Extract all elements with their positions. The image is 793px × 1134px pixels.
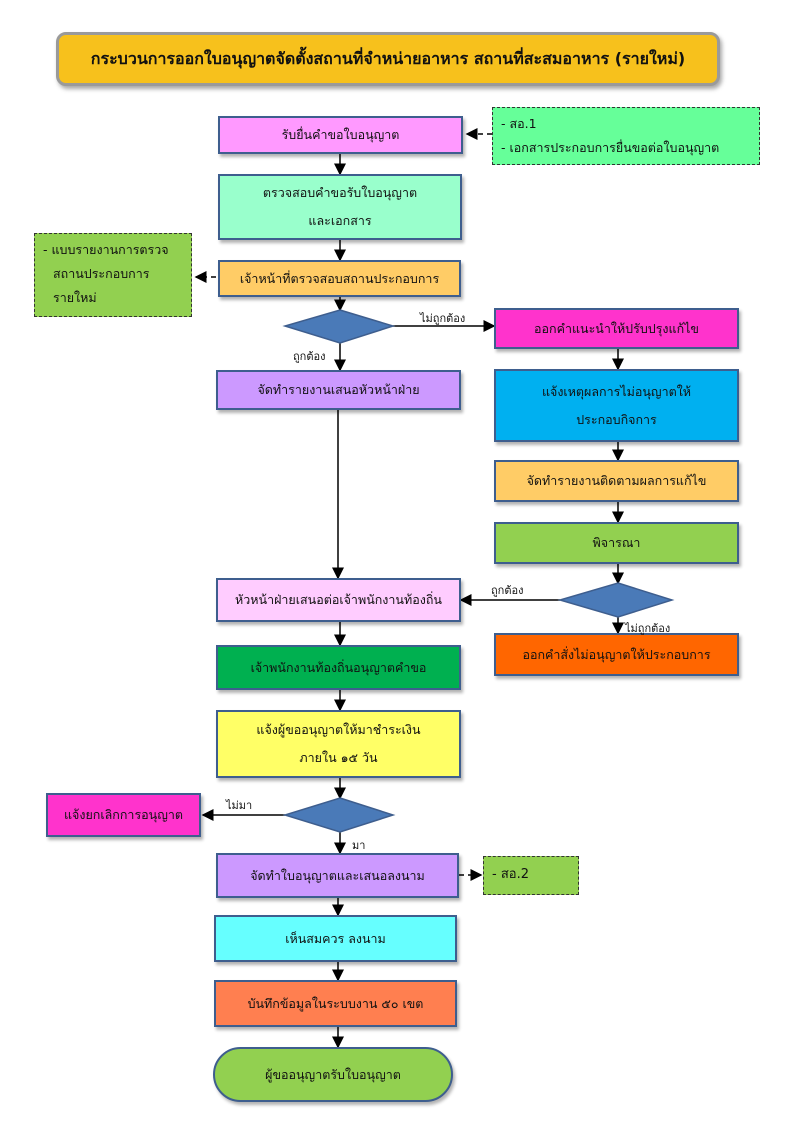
note-inspection-form-line2: สถานประกอบการ <box>53 266 150 281</box>
step-deny-order: ออกคำสั่งไม่อนุญาตให้ประกอบการ <box>494 633 739 676</box>
step-notify-reason: แจ้งเหตุผลการไม่อนุญาตให้ ประกอบกิจการ <box>494 369 739 442</box>
step-deny-order-label: ออกคำสั่งไม่อนุญาตให้ประกอบการ <box>522 646 711 662</box>
label-correct-1: ถูกต้อง <box>293 350 326 363</box>
step-local-officer-approve: เจ้าพนักงานท้องถิ่นอนุญาตคำขอ <box>216 645 461 690</box>
decision-diamond-inspection <box>282 309 396 344</box>
label-incorrect-2: ไม่ถูกต้อง <box>625 622 671 635</box>
step-follow-up-report: จัดทำรายงานติดตามผลการแก้ไข <box>494 460 739 502</box>
step-advise-improve: ออกคำแนะนำให้ปรับปรุงแก้ไข <box>494 308 739 349</box>
step-consider-label: พิจารณา <box>592 535 641 550</box>
step-receive-application-label: รับยื่นคำขอใบอนุญาต <box>281 127 400 142</box>
step-sign: เห็นสมควร ลงนาม <box>214 915 457 962</box>
step-report-to-head: จัดทำรายงานเสนอหัวหน้าฝ่าย <box>216 370 461 410</box>
step-sign-label: เห็นสมควร ลงนาม <box>285 930 386 946</box>
step-notify-payment-line2: ภายใน ๑๕ วัน <box>299 750 378 765</box>
step-head-propose: หัวหน้าฝ่ายเสนอต่อเจ้าพนักงานท้องถิ่น <box>216 578 461 622</box>
step-check-application-line1: ตรวจสอบคำขอรับใบอนุญาต <box>262 185 418 200</box>
step-check-application: ตรวจสอบคำขอรับใบอนุญาต และเอกสาร <box>218 174 462 240</box>
label-correct-2: ถูกต้อง <box>491 584 524 597</box>
step-advise-improve-label: ออกคำแนะนำให้ปรับปรุงแก้ไข <box>534 320 699 336</box>
step-receive-permit-label: ผู้ขออนุญาตรับใบอนุญาต <box>265 1066 401 1082</box>
label-come: มา <box>352 839 366 852</box>
step-notify-payment: แจ้งผู้ขออนุญาตให้มาชำระเงิน ภายใน ๑๕ วั… <box>216 710 461 778</box>
step-notify-reason-line2: ประกอบกิจการ <box>576 411 657 427</box>
note-required-documents-line1: - สอ.1 <box>501 116 537 131</box>
label-incorrect-1: ไม่ถูกต้อง <box>420 312 466 325</box>
label-not-come: ไม่มา <box>226 799 253 812</box>
step-prepare-permit: จัดทำใบอนุญาตและเสนอลงนาม <box>216 853 459 898</box>
decision-diamond-payment <box>282 797 396 833</box>
note-inspection-form: - แบบรายงานการตรวจ สถานประกอบการ รายใหม่ <box>34 233 192 317</box>
note-inspection-form-line3: รายใหม่ <box>53 290 97 305</box>
step-cancel-permit-label: แจ้งยกเลิกการอนุญาต <box>63 807 184 822</box>
step-receive-permit: ผู้ขออนุญาตรับใบอนุญาต <box>213 1047 453 1102</box>
step-report-to-head-label: จัดทำรายงานเสนอหัวหน้าฝ่าย <box>257 382 420 397</box>
note-required-documents: - สอ.1 - เอกสารประกอบการยื่นขอต่อใบอนุญา… <box>492 107 760 165</box>
step-consider: พิจารณา <box>494 522 739 564</box>
step-local-officer-approve-label: เจ้าพนักงานท้องถิ่นอนุญาตคำขอ <box>250 659 427 675</box>
note-form-so2: - สอ.2 <box>483 856 579 895</box>
step-receive-application: รับยื่นคำขอใบอนุญาต <box>218 116 463 154</box>
step-cancel-permit: แจ้งยกเลิกการอนุญาต <box>46 793 201 837</box>
page-title: กระบวนการออกใบอนุญาตจัดตั้งสถานที่จำหน่า… <box>56 32 720 86</box>
step-notify-payment-line1: แจ้งผู้ขออนุญาตให้มาชำระเงิน <box>256 722 421 737</box>
decision-diamond-consider <box>557 582 675 618</box>
step-check-application-line2: และเอกสาร <box>308 213 372 228</box>
step-record-data: บันทึกข้อมูลในระบบงาน ๕๐ เขต <box>214 980 457 1027</box>
step-follow-up-report-label: จัดทำรายงานติดตามผลการแก้ไข <box>526 473 707 488</box>
step-notify-reason-line1: แจ้งเหตุผลการไม่อนุญาตให้ <box>541 383 692 399</box>
note-inspection-form-line1: - แบบรายงานการตรวจ <box>43 242 169 257</box>
note-form-so2-label: - สอ.2 <box>492 867 529 882</box>
step-inspect-premises: เจ้าหน้าที่ตรวจสอบสถานประกอบการ <box>218 260 461 297</box>
step-record-data-label: บันทึกข้อมูลในระบบงาน ๕๐ เขต <box>247 995 424 1011</box>
note-required-documents-line2: - เอกสารประกอบการยื่นขอต่อใบอนุญาต <box>501 140 720 155</box>
step-prepare-permit-label: จัดทำใบอนุญาตและเสนอลงนาม <box>250 867 425 883</box>
step-head-propose-label: หัวหน้าฝ่ายเสนอต่อเจ้าพนักงานท้องถิ่น <box>235 592 442 607</box>
step-inspect-premises-label: เจ้าหน้าที่ตรวจสอบสถานประกอบการ <box>239 270 440 286</box>
